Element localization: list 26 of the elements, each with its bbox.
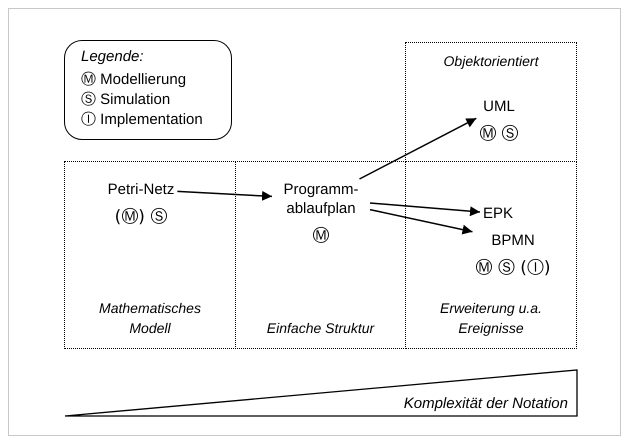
legend-entry: Ⓘ Implementation [81, 110, 203, 130]
notation-name: EPK [483, 204, 513, 223]
notation-name: UML [482, 97, 516, 116]
cell-caption: Erweiterung u.a. Ereignisse [439, 299, 543, 338]
arrow [370, 202, 480, 216]
legend-entry: Ⓜ Modellierung [81, 70, 186, 90]
cell-caption: Einfache Struktur [266, 319, 374, 338]
category-cell [64, 161, 236, 349]
arrow [370, 208, 473, 234]
category-cell [235, 161, 406, 349]
cell-caption: Mathematisches Modell [98, 299, 202, 338]
notation-name: Programm- ablaufplan [282, 180, 360, 218]
usage-marks: Ⓜ Ⓢ (Ⓘ) [475, 257, 551, 280]
category-cell [405, 42, 577, 162]
usage-marks: Ⓜ [312, 225, 330, 248]
arrow [177, 190, 272, 201]
usage-marks: (Ⓜ) Ⓢ [114, 206, 168, 229]
axis-caption: Komplexität der Notation [404, 395, 568, 412]
legend-entry: Ⓢ Simulation [81, 90, 170, 110]
usage-marks: Ⓜ Ⓢ [479, 123, 519, 146]
notation-name: Petri-Netz [108, 180, 174, 199]
category-cell [405, 161, 577, 349]
legend-title: Legende: [81, 47, 144, 67]
cell-caption: Objektorientiert [444, 52, 538, 71]
arrow [359, 118, 477, 180]
notation-name: BPMN [490, 231, 536, 250]
